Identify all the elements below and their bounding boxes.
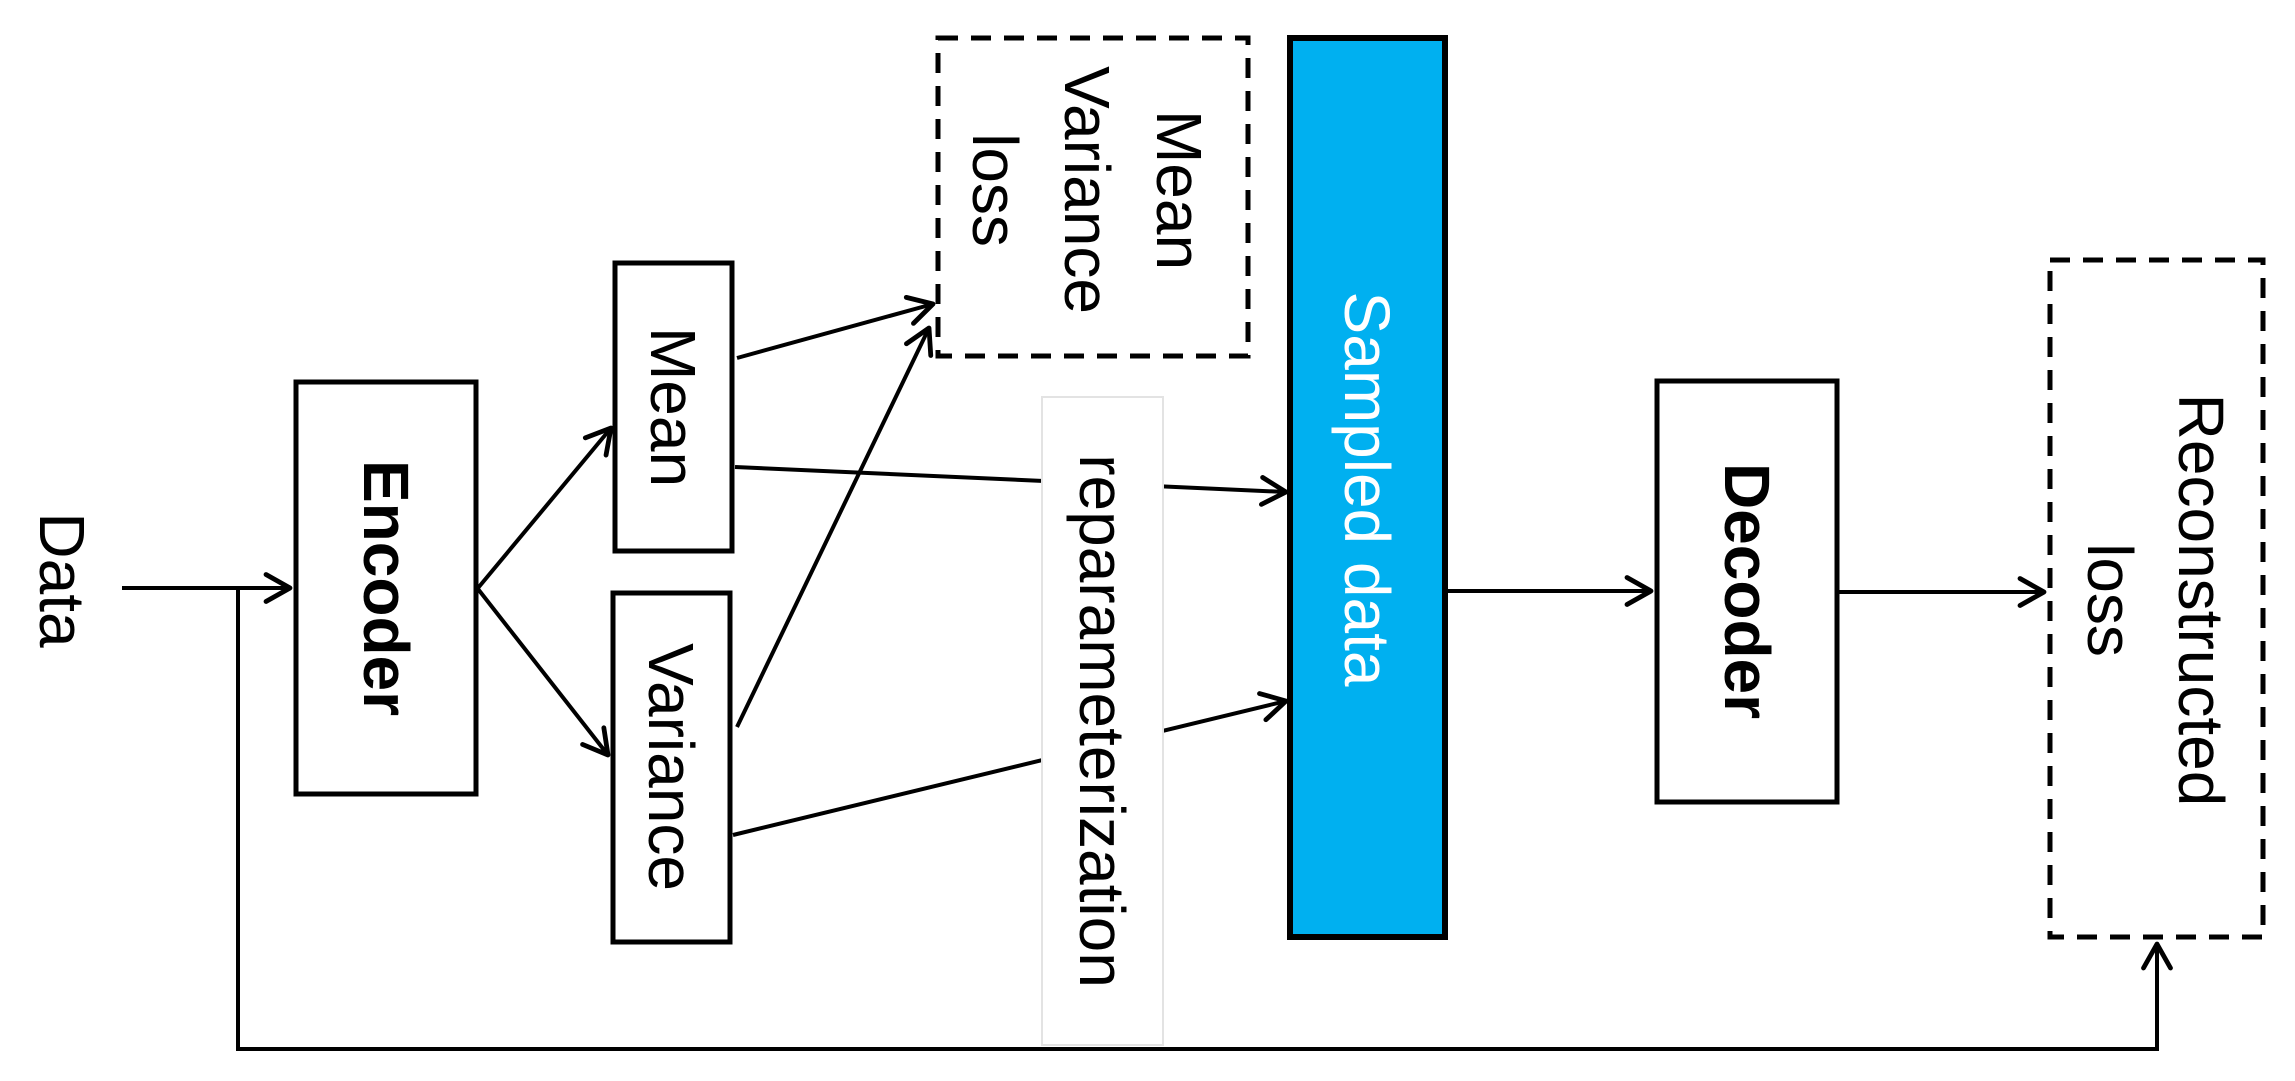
decoder-box xyxy=(1654,378,1840,805)
arrow-mean-to-sampled-data xyxy=(734,465,1289,507)
mean-variance-loss-label-line2: Variance xyxy=(1051,66,1123,314)
mean-variance-loss-label-line1: Mean xyxy=(1143,110,1215,270)
mean-box xyxy=(612,260,735,554)
decoder-label: Decoder xyxy=(1711,463,1783,719)
data-label: Data xyxy=(26,512,98,648)
encoder-label: Encoder xyxy=(350,460,422,716)
sampled-data-box xyxy=(1287,35,1448,940)
arrow-mean-to-mean-variance-loss xyxy=(736,294,936,360)
reparameterization-label: reparameterization xyxy=(1066,454,1138,988)
reparameterization-box xyxy=(1041,396,1164,1046)
arrow-variance-to-mean-variance-loss xyxy=(735,325,934,728)
reconstructed-loss-box xyxy=(2047,257,2266,940)
mean-variance-loss-box xyxy=(935,35,1251,359)
encoder-box xyxy=(293,379,479,797)
sampled-data-label: Sampled data xyxy=(1331,292,1403,687)
reconstructed-loss-label-line2: loss xyxy=(2074,543,2146,657)
feedback-line-data-to-reconstructed-loss xyxy=(236,588,2173,1051)
mean-variance-loss-label-line3: loss xyxy=(959,133,1031,247)
arrow-encoder-to-variance xyxy=(476,587,611,758)
mean-label: Mean xyxy=(637,327,709,487)
variance-label: Variance xyxy=(635,643,707,891)
reconstructed-loss-label-line1: Reconstructed xyxy=(2165,394,2237,807)
variance-box xyxy=(610,590,733,945)
arrow-encoder-to-mean xyxy=(476,425,614,590)
arrow-variance-to-sampled-data xyxy=(732,691,1289,837)
